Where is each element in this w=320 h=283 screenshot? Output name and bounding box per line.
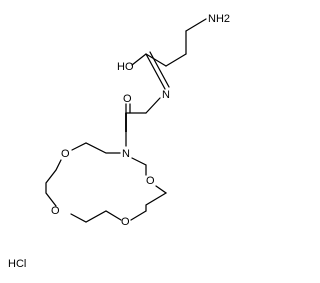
counterion-label: HCl	[8, 258, 26, 270]
linker-nitrogen-label: N	[162, 89, 170, 101]
rp-top-left	[71, 142, 121, 154]
rp-right-lower	[145, 185, 168, 212]
rp-right-branch	[131, 157, 147, 176]
bond-amine-c1	[185, 18, 207, 32]
rp-left	[45, 159, 62, 207]
bond-c4-oh	[131, 53, 147, 66]
carbonyl-oxygen-label: O	[123, 93, 132, 105]
bond-c2-c3	[165, 53, 187, 67]
ring-nitrogen-label: N	[122, 148, 130, 160]
ring-oxygen-right-label: O	[146, 175, 155, 187]
bond-c3-c4	[145, 53, 167, 67]
ring-oxygen-bottom-label: O	[121, 216, 130, 228]
bond-n-ch2	[145, 97, 161, 114]
side-chain-bonds	[125, 18, 207, 146]
atom-labels: NH2 HO N O N O O O O	[51, 13, 230, 228]
ring-oxygen-lower-left-label: O	[51, 205, 60, 217]
ring-oxygen-left-label: O	[61, 148, 70, 160]
bond-c4-n-double-a	[145, 53, 166, 90]
bond-c4-n-double-b	[149, 51, 170, 88]
ring-picture-canvas	[40, 132, 210, 277]
ring-as-picture	[40, 112, 210, 277]
rp-bottom	[70, 210, 122, 223]
chemical-structure-diagram: NH2 HO N O N O O O O HCl	[8, 13, 231, 277]
amine-label: NH2	[208, 13, 230, 25]
rp-bottom-right	[130, 210, 147, 221]
hydroxyl-label: HO	[117, 61, 134, 73]
